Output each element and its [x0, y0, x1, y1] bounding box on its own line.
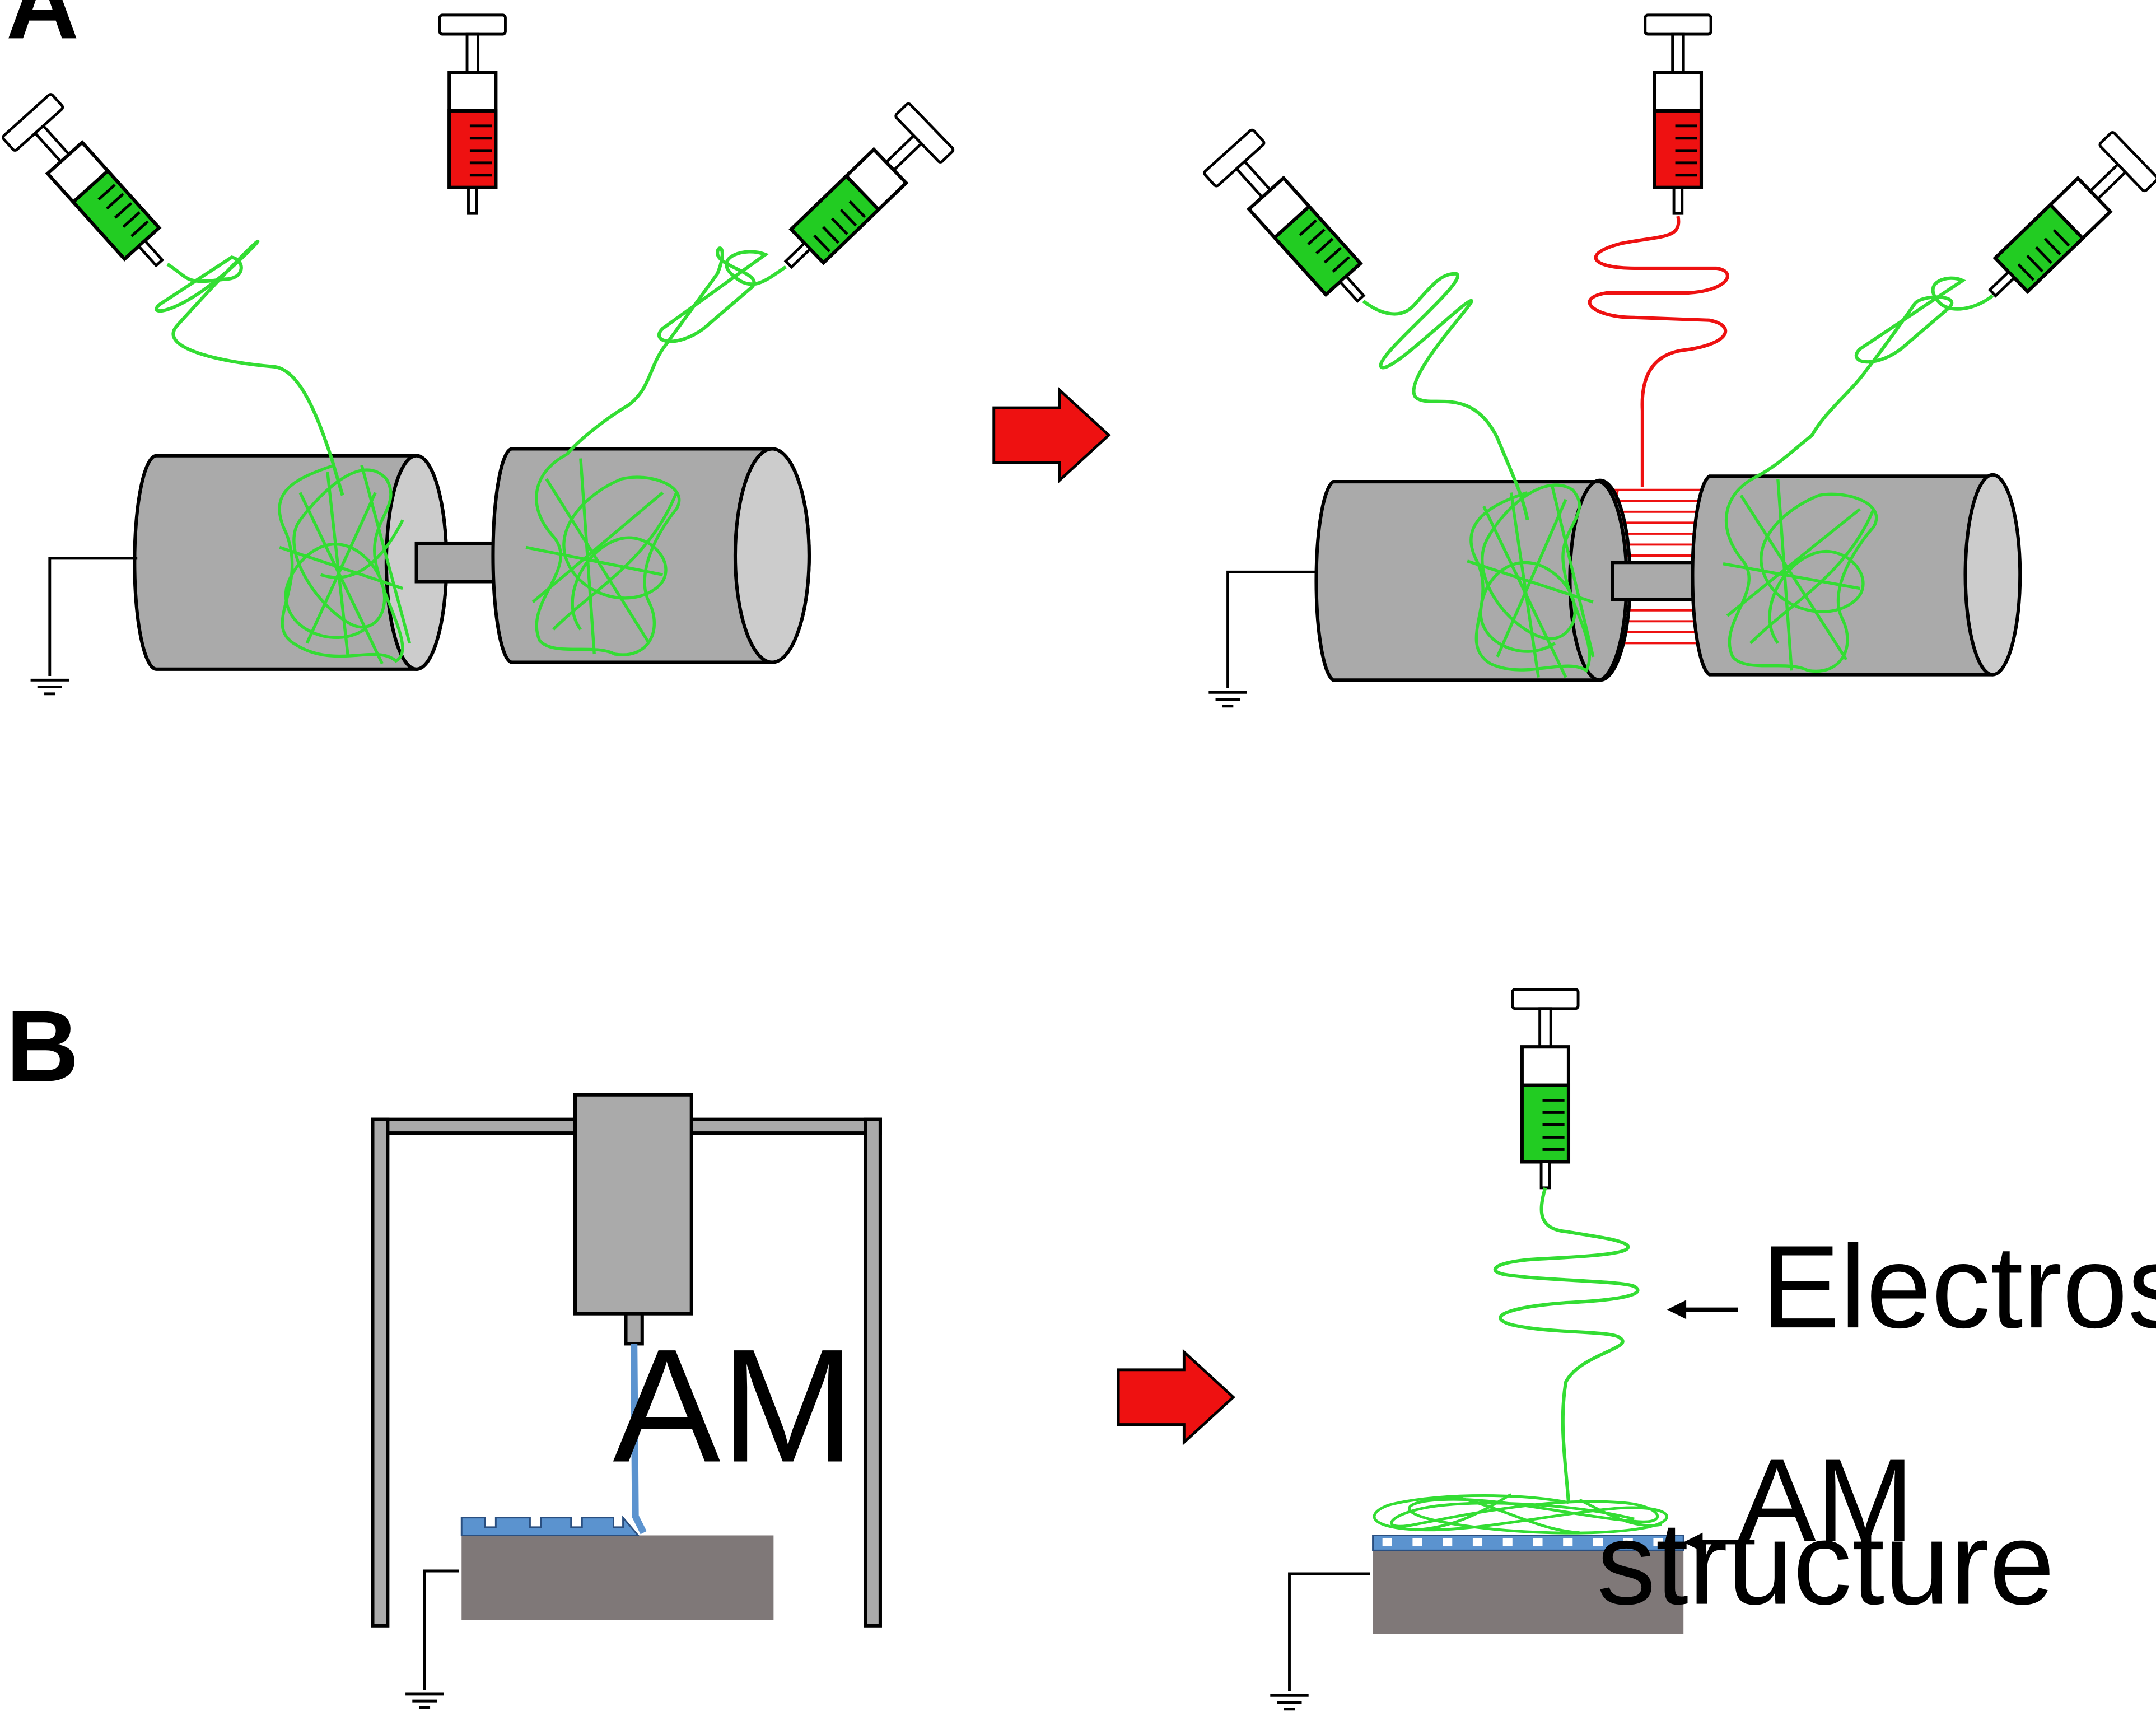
syringe-red-top: [440, 15, 505, 213]
am-structure-pointer-head: [1683, 1532, 1703, 1552]
am-structure-pores: [1382, 1538, 1663, 1547]
green-fiber-mesh-right: [525, 453, 681, 656]
ground-wire: [1226, 570, 1317, 689]
collector-drum-right: [1691, 473, 2022, 677]
electrospinning-label: Electrospinning: [1761, 1221, 2156, 1353]
ground-icon: [405, 1694, 444, 1708]
panel-b-after: Electrospinning AM structure: [1270, 990, 2156, 1709]
syringe-green: [1513, 990, 1578, 1188]
syringe-green-left: [2, 94, 184, 285]
panel-label-b: B: [6, 990, 80, 1103]
green-fiber-mesh-left: [1467, 483, 1595, 678]
transition-arrow-a: [992, 386, 1111, 484]
syringe-green-left: [1203, 129, 1385, 320]
am-label: AM: [613, 1316, 855, 1496]
panel-a-after: [1203, 15, 2156, 706]
panel-a-before: [2, 15, 954, 694]
transition-arrow-b: [1117, 1349, 1235, 1445]
collector-drum-left: [1314, 478, 1632, 682]
green-fiber-mesh-right: [1723, 474, 1878, 673]
printed-am-layer: [460, 1515, 640, 1536]
ground-icon: [31, 680, 69, 693]
ground-wire: [48, 557, 138, 677]
syringe-green-right: [766, 102, 954, 287]
ground-icon: [1208, 692, 1247, 706]
substrate-block: [461, 1535, 774, 1620]
green-fiber-mesh-left: [278, 464, 412, 665]
syringe-red-top: [1645, 15, 1711, 213]
green-fiber-jet: [1493, 1187, 1640, 1503]
red-fiber-jet: [1588, 216, 1729, 487]
panel-label-a: A: [6, 0, 80, 60]
extruded-filament: [631, 1344, 647, 1535]
substrate-block: [1373, 1550, 1684, 1634]
electrospun-fiber-mat: [1373, 1493, 1668, 1535]
green-fiber-jet-right: [1756, 276, 1994, 478]
green-fiber-jet-left: [1362, 272, 1529, 521]
green-fiber-jet-right: [566, 246, 787, 456]
drum-shaft: [414, 541, 503, 584]
green-fiber-jet-left: [155, 239, 344, 496]
am-structure-label-line2: structure: [1597, 1498, 2055, 1629]
ground-wire: [1288, 1572, 1370, 1692]
drum-shaft: [1611, 561, 1705, 601]
print-head: [573, 1093, 693, 1316]
am-structure-label-line1: AM: [1738, 1434, 1914, 1566]
syringe-green-right: [1970, 132, 2156, 316]
ground-icon: [1270, 1695, 1308, 1709]
electrospinning-pointer-head: [1667, 1300, 1687, 1319]
panel-b-before: AM: [371, 1093, 882, 1708]
ground-wire: [423, 1569, 459, 1690]
